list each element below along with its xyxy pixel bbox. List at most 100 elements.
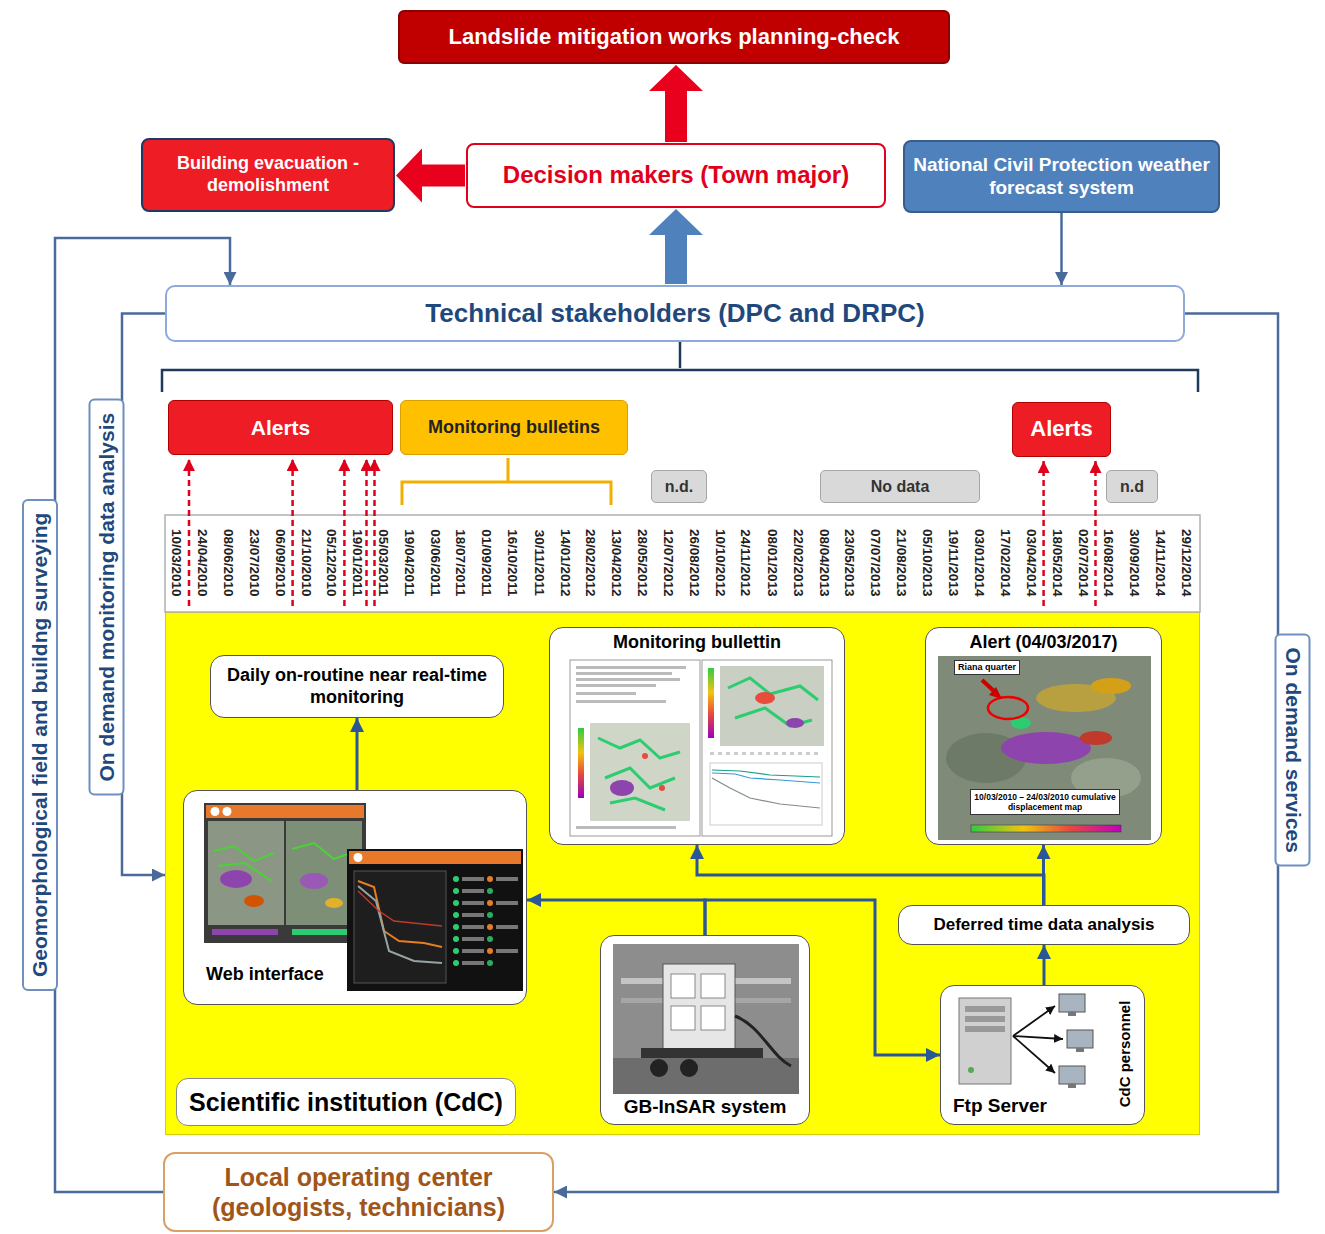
bulletin-pages-part-part bbox=[798, 752, 802, 755]
label-text: 03/01/2014 bbox=[971, 529, 987, 597]
bulletin-bracket bbox=[402, 458, 611, 505]
timeline-date: 24/11/2012 bbox=[738, 529, 754, 596]
label-text: 21/08/2013 bbox=[893, 529, 909, 597]
connector-arrow bbox=[122, 314, 165, 876]
web-interface-screenshots-part bbox=[358, 881, 442, 947]
timeline-date: 05/10/2013 bbox=[919, 529, 935, 597]
label-text: 19/04/2011 bbox=[401, 529, 417, 596]
ftp-server-icon-part bbox=[959, 998, 1011, 1084]
timeline-date: 23/07/2010 bbox=[246, 529, 262, 597]
timeline-date: 24/04/2010 bbox=[194, 529, 210, 597]
alert-map-part bbox=[1091, 678, 1131, 694]
web-interface-screenshots-part bbox=[244, 895, 264, 907]
node-text: Daily on-routine near real-time monitori… bbox=[219, 665, 495, 708]
node-box: No data bbox=[820, 470, 980, 503]
label-text: 05/10/2013 bbox=[919, 529, 935, 597]
ftp-server-icon-part-part bbox=[1059, 994, 1085, 1012]
alert-dashed-arrows-part bbox=[365, 459, 368, 606]
label-text: 29/12/2014 bbox=[1178, 529, 1194, 597]
node-box: Local operating center (geologists, tech… bbox=[163, 1152, 554, 1232]
block-arrow bbox=[396, 149, 465, 203]
node-box: Deferred time data analysis bbox=[898, 905, 1190, 945]
ftp-server-icon-part-part bbox=[1013, 1036, 1055, 1073]
bulletin-pages-part-part bbox=[576, 684, 656, 687]
bulletin-pages-part bbox=[702, 660, 832, 836]
web-interface-screenshots-part bbox=[487, 876, 493, 954]
node-box: Alerts bbox=[1012, 402, 1111, 457]
node-text: Alerts bbox=[251, 415, 311, 440]
map-label: 10/03/2010 – 24/03/2010 cumulative displ… bbox=[970, 789, 1120, 815]
web-interface-screenshots-part bbox=[358, 886, 442, 963]
bulletin-pages-part bbox=[578, 728, 584, 798]
alert-map-part bbox=[938, 656, 1151, 840]
bulletin-pages-part bbox=[570, 660, 700, 836]
timeline-date: 16/10/2011 bbox=[505, 529, 521, 596]
web-interface-screenshots-part-part bbox=[462, 925, 484, 929]
stakeholder-bracket bbox=[162, 342, 1198, 392]
label-text: 23/07/2010 bbox=[246, 529, 262, 597]
bulletin-pages-part-part bbox=[806, 752, 810, 755]
node-text: Building evacuation - demolishment bbox=[151, 153, 385, 196]
web-interface-screenshots-part-part bbox=[453, 900, 459, 906]
timeline-date: 05/12/2010 bbox=[323, 529, 339, 597]
node-text: Alerts bbox=[1030, 416, 1092, 442]
web-interface-screenshots-part-part bbox=[453, 960, 459, 966]
ftp-server-icon-part bbox=[1013, 1006, 1063, 1073]
timeline-date: 18/05/2014 bbox=[1049, 529, 1065, 597]
label-text: 26/08/2012 bbox=[686, 529, 702, 597]
gb-insar-photo-part bbox=[641, 1048, 763, 1058]
ftp-server-icon-part-part bbox=[1068, 1012, 1076, 1016]
edge-label-box: On demand services bbox=[1274, 634, 1310, 867]
timeline-date: 13/04/2012 bbox=[608, 529, 624, 597]
web-interface-screenshots-part-part bbox=[453, 924, 459, 930]
timeline-date: 19/04/2011 bbox=[401, 529, 417, 596]
label-text: 13/04/2012 bbox=[608, 529, 624, 597]
web-interface-screenshots-part bbox=[347, 849, 523, 991]
ftp-server-icon-part bbox=[965, 1016, 1005, 1022]
node-text: Monitoring bullettin bbox=[613, 632, 781, 654]
gb-insar-photo-part bbox=[701, 1006, 725, 1030]
ftp-server-icon-part-part bbox=[1076, 1048, 1084, 1052]
label-text: 17/02/2014 bbox=[997, 529, 1013, 597]
web-interface-screenshots-part bbox=[204, 803, 366, 943]
edge-label: On demand services bbox=[1280, 648, 1304, 853]
label-text: 19/01/2011 bbox=[349, 529, 365, 596]
node-box: Web interface bbox=[183, 790, 527, 1005]
label-text: 19/11/2013 bbox=[945, 529, 961, 596]
web-interface-screenshots-part bbox=[206, 805, 364, 818]
timeline-date: 26/08/2012 bbox=[686, 529, 702, 597]
web-interface-screenshots-part-part bbox=[487, 936, 493, 942]
bulletin-pages-part-part bbox=[710, 752, 714, 755]
timeline-date: 23/05/2013 bbox=[841, 529, 857, 597]
bulletin-pages-part bbox=[712, 770, 820, 777]
web-interface-screenshots-part-part bbox=[496, 949, 518, 953]
label-text: 03/04/2014 bbox=[1023, 529, 1039, 597]
label-text: 03/06/2011 bbox=[427, 529, 443, 596]
web-interface-screenshots-part-part bbox=[487, 876, 493, 882]
timeline-date: 14/11/2014 bbox=[1152, 529, 1168, 596]
alert-dashed-arrows-part bbox=[188, 459, 191, 606]
alert-dashed-arrows-part bbox=[291, 459, 294, 606]
bulletin-pages-part bbox=[659, 785, 665, 791]
bulletin-pages-part bbox=[590, 723, 690, 821]
timeline-date: 08/04/2013 bbox=[816, 529, 832, 597]
label-text: 18/05/2014 bbox=[1049, 529, 1065, 597]
bulletin-pages-part-part bbox=[576, 678, 680, 681]
label-text: 28/02/2012 bbox=[582, 529, 598, 597]
block-arrow bbox=[649, 65, 703, 142]
node-text: Landslide mitigation works planning-chec… bbox=[448, 24, 899, 50]
timeline-date: 07/07/2013 bbox=[867, 529, 883, 597]
node-text: Local operating center (geologists, tech… bbox=[175, 1162, 542, 1222]
label-text: 16/10/2011 bbox=[505, 529, 521, 596]
ftp-server-icon-part bbox=[968, 1067, 974, 1073]
label-text: 05/03/2011 bbox=[375, 529, 391, 596]
node-box: Technical stakeholders (DPC and DRPC) bbox=[165, 285, 1185, 342]
web-interface-screenshots-part-part bbox=[487, 960, 493, 966]
label-text: 24/11/2012 bbox=[738, 529, 754, 596]
node-text: Monitoring bulletins bbox=[428, 417, 600, 439]
bulletin-pages-part bbox=[786, 718, 804, 728]
ftp-server-icon-part bbox=[1059, 994, 1093, 1084]
bulletin-pages-part bbox=[598, 738, 680, 810]
web-interface-screenshots-part-part bbox=[487, 888, 493, 894]
node-box: Decision makers (Town major) bbox=[466, 143, 886, 208]
